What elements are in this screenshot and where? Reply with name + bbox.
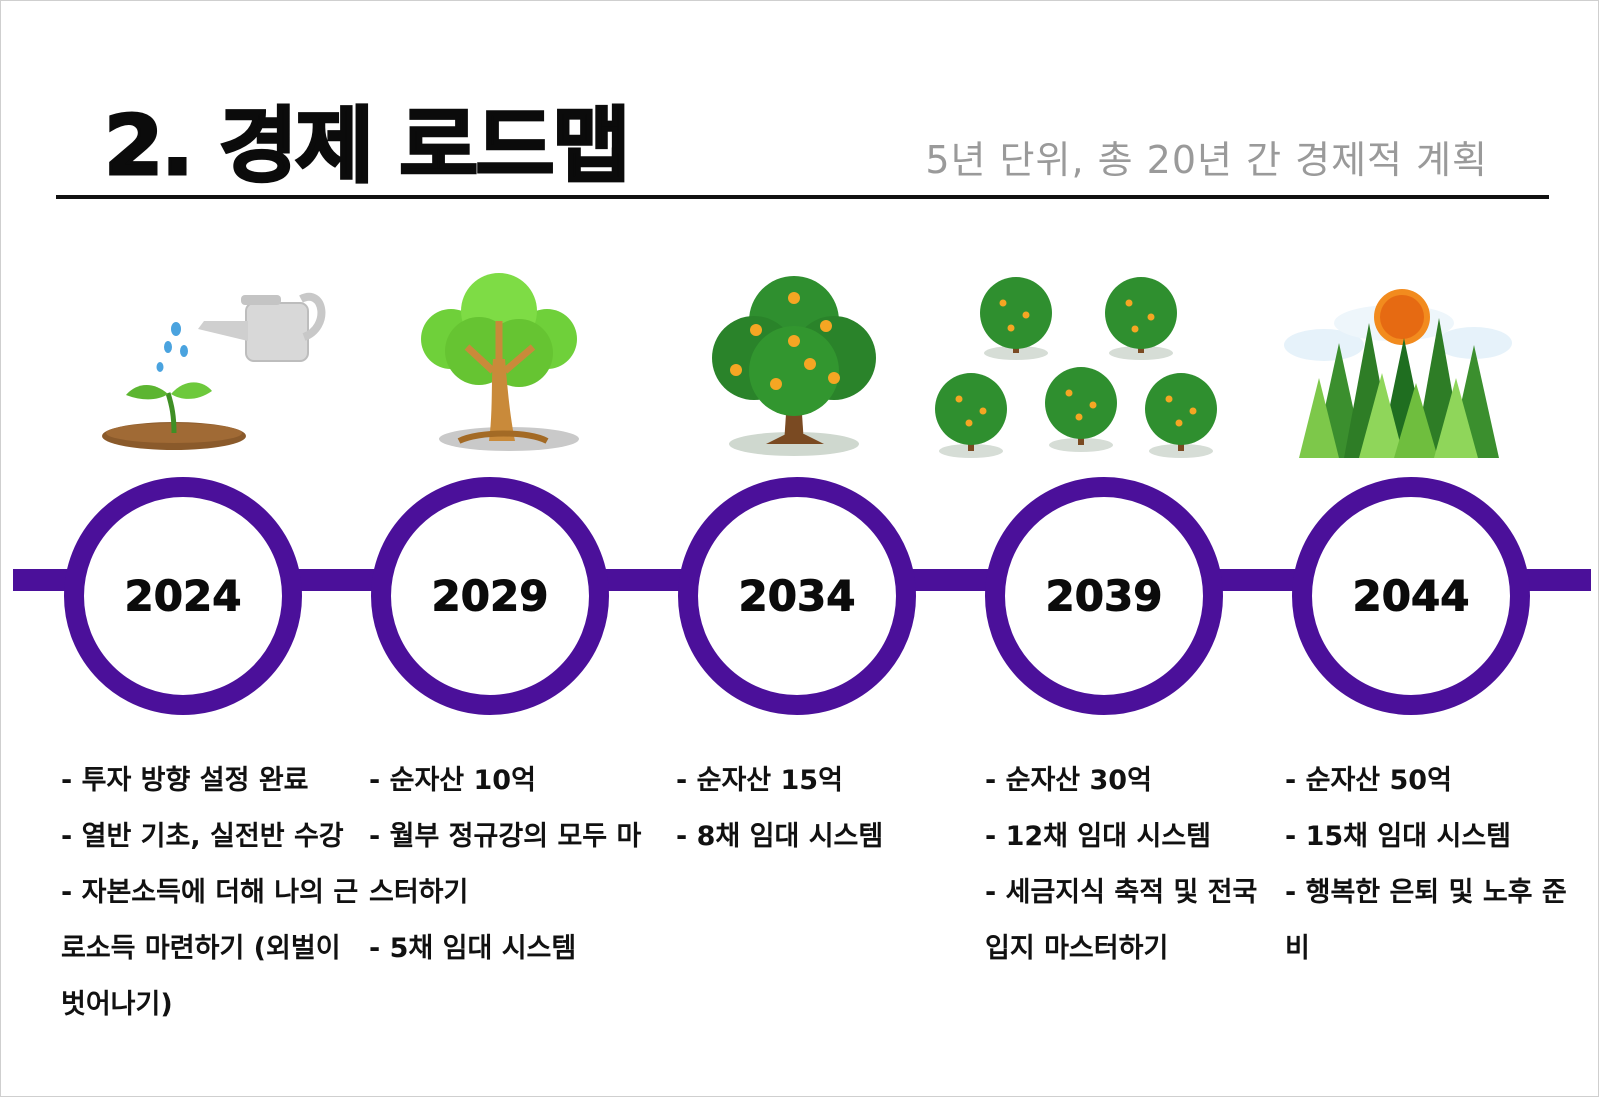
list-item: - 열반 기초, 실전반 수강 (61, 821, 344, 852)
list-item: - 15채 임대 시스템 (1285, 821, 1512, 852)
milestone-2024: 2024 (64, 477, 302, 715)
milestone-notes-2034: - 순자산 15억 - 8채 임대 시스템 (676, 753, 966, 865)
list-item: - 5채 임대 시스템 (369, 933, 577, 964)
milestone-year: 2024 (124, 571, 242, 621)
milestone-year: 2039 (1045, 571, 1163, 621)
milestone-notes-2024: - 투자 방향 설정 완료 - 열반 기초, 실전반 수강 - 자본소득에 더해… (61, 753, 371, 1033)
milestone-notes-2044: - 순자산 50억 - 15채 임대 시스템 - 행복한 은퇴 및 노후 준비 (1285, 753, 1575, 977)
list-item: - 순자산 30억 (985, 765, 1152, 796)
page-title: 2. 경제 로드맵 (102, 98, 632, 196)
milestone-notes-2039: - 순자산 30억 - 12채 임대 시스템 - 세금지식 축적 및 전국입지 … (985, 753, 1275, 977)
fruit-tree-icon (712, 276, 876, 456)
page-subtitle: 5년 단위, 총 20년 간 경제적 계획 (925, 138, 1488, 182)
milestone-2034: 2034 (678, 477, 916, 715)
list-item: - 월부 정규강의 모두 마스터하기 (369, 821, 642, 908)
list-item: - 순자산 10억 (369, 765, 536, 796)
milestone-2029: 2029 (371, 477, 609, 715)
milestone-notes-2029: - 순자산 10억 - 월부 정규강의 모두 마스터하기 - 5채 임대 시스템 (369, 753, 659, 977)
list-item: - 순자산 50억 (1285, 765, 1452, 796)
milestone-year: 2034 (738, 571, 856, 621)
list-item: - 세금지식 축적 및 전국입지 마스터하기 (985, 877, 1258, 964)
milestone-year: 2044 (1352, 571, 1470, 621)
young-tree-icon (421, 273, 579, 451)
list-item: - 자본소득에 더해 나의 근로소득 마련하기 (외벌이 벗어나기) (61, 877, 359, 1020)
list-item: - 행복한 은퇴 및 노후 준비 (1285, 877, 1567, 964)
milestone-2039: 2039 (985, 477, 1223, 715)
milestone-2044: 2044 (1292, 477, 1530, 715)
list-item: - 8채 임대 시스템 (676, 821, 884, 852)
list-item: - 투자 방향 설정 완료 (61, 765, 309, 796)
milestone-year: 2029 (431, 571, 549, 621)
seedling-watering-can-icon (102, 292, 326, 450)
title-divider (56, 195, 1549, 199)
list-item: - 순자산 15억 (676, 765, 843, 796)
list-item: - 12채 임대 시스템 (985, 821, 1212, 852)
pine-forest-sun-icon (1284, 289, 1512, 458)
fruit-orchard-icon (935, 277, 1217, 458)
